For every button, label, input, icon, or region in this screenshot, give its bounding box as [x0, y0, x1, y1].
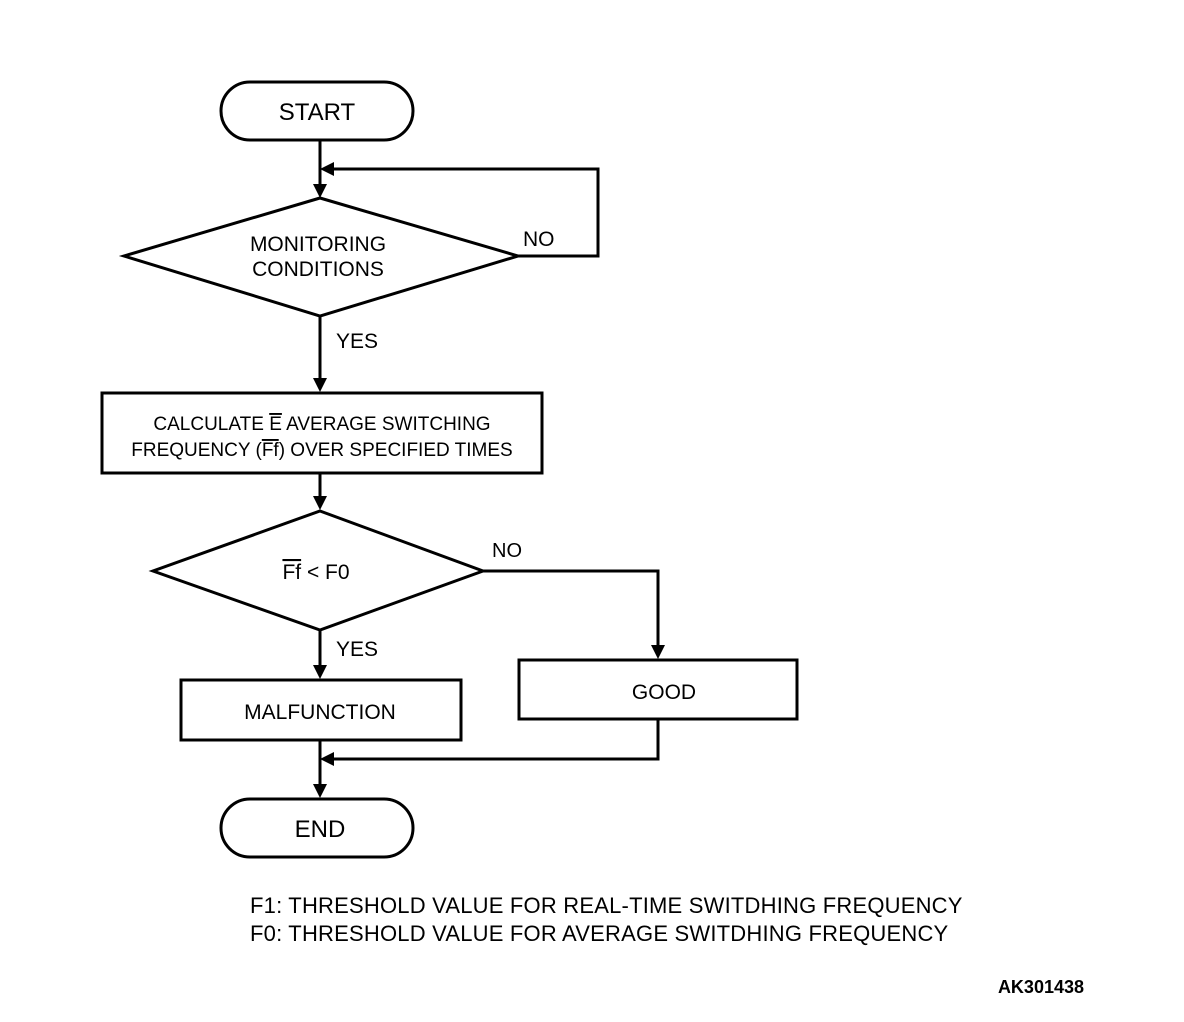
edge-monitoring-yes [313, 316, 327, 392]
end-label: END [295, 816, 346, 843]
calculate-overlined-e: E [269, 414, 282, 435]
edge-good-to-end [320, 719, 660, 766]
compare-decision: Ff < F0 [148, 509, 488, 632]
calculate-label-line2: FREQUENCY (Ff) OVER SPECIFIED TIMES [131, 440, 512, 461]
legend: F1: THRESHOLD VALUE FOR REAL-TIME SWITDH… [250, 892, 963, 948]
compare-yes-label: YES [336, 638, 378, 661]
end-node: END [219, 797, 415, 859]
monitoring-label-line2: CONDITIONS [252, 258, 384, 281]
edge-start-to-monitoring [313, 140, 327, 198]
compare-no-label: NO [492, 540, 522, 562]
edge-compare-no [483, 569, 665, 659]
calculate-overlined-ff: Ff [262, 440, 280, 461]
monitoring-no-label: NO [523, 228, 555, 251]
good-label: GOOD [632, 681, 696, 704]
start-node: START [219, 80, 415, 142]
good-node: GOOD [517, 658, 799, 721]
malfunction-node: MALFUNCTION [179, 678, 463, 742]
monitoring-conditions-decision: MONITORING CONDITIONS [118, 196, 524, 318]
monitoring-label-line1: MONITORING [250, 233, 386, 256]
compare-label: Ff < F0 [282, 561, 349, 584]
monitoring-yes-label: YES [336, 330, 378, 353]
legend-f0: F0: THRESHOLD VALUE FOR AVERAGE SWITDHIN… [250, 921, 949, 946]
compare-overlined-ff: Ff [282, 561, 301, 584]
malfunction-label: MALFUNCTION [244, 701, 396, 724]
edge-malfunction-to-end [313, 740, 327, 798]
legend-f1: F1: THRESHOLD VALUE FOR REAL-TIME SWITDH… [250, 893, 963, 918]
calculate-average-process: CALCULATE E AVERAGE SWITCHING FREQUENCY … [100, 391, 544, 475]
edge-monitoring-no-loop [320, 162, 600, 258]
edge-calculate-to-compare [313, 473, 327, 510]
figure-id: AK301438 [997, 977, 1084, 997]
edge-compare-yes [313, 630, 327, 679]
calculate-label-line1: CALCULATE E AVERAGE SWITCHING [153, 414, 490, 435]
start-label: START [279, 99, 356, 126]
